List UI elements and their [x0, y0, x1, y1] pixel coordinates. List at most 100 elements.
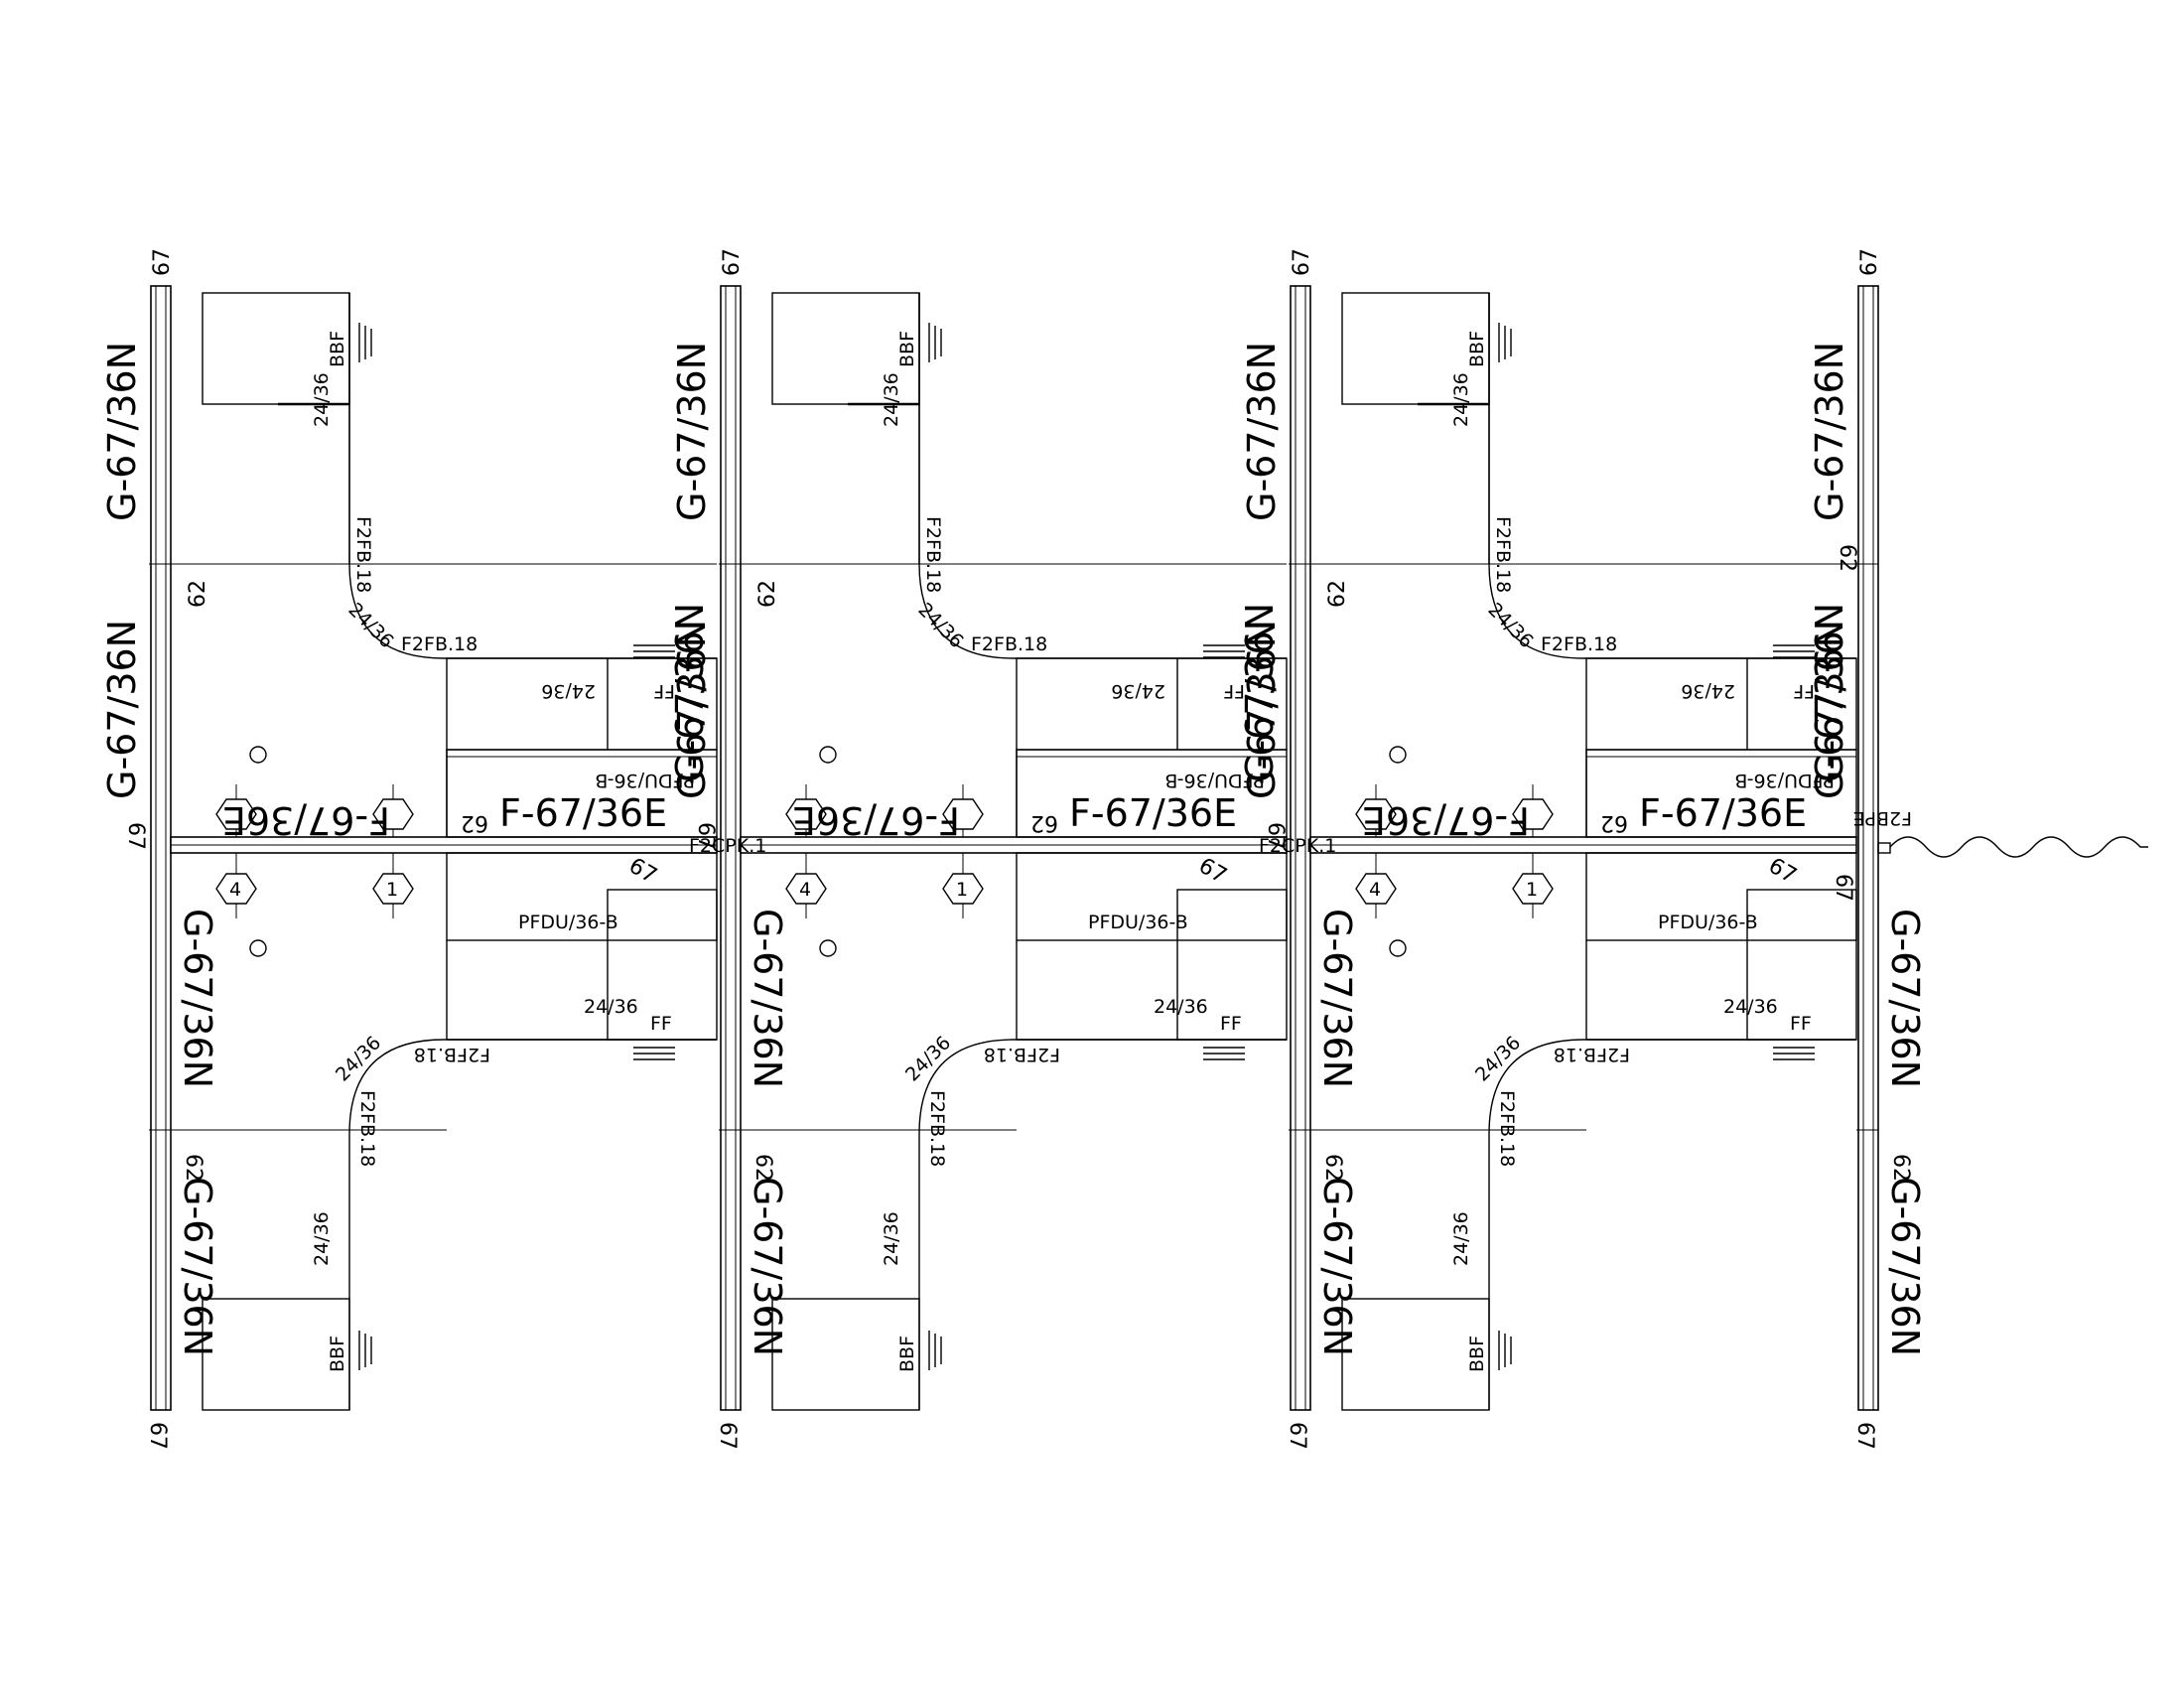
bbf-bottom — [1341, 1298, 1490, 1411]
node-1-hex — [942, 873, 984, 905]
f2fb-label: F2FB.18 — [352, 516, 374, 593]
connector-hex — [785, 798, 827, 830]
bbf-bottom — [771, 1298, 920, 1411]
ff-label: FF — [1790, 1013, 1812, 1035]
f2fb-label: F2FB.18 — [922, 516, 944, 593]
workstation-module: G-67/36N G-67/36N G-67/36N G-67/36N 67 6… — [670, 248, 1288, 1450]
node-4-label: 4 — [799, 879, 811, 901]
surface-label: 24/36 — [1450, 372, 1472, 427]
panel-label-f: F-67/36E — [499, 791, 667, 835]
ff-label: FF — [650, 1013, 672, 1035]
panel-label-g: G-67/36N — [100, 342, 144, 521]
height-label: 62 — [186, 580, 210, 608]
height-label: 67 — [1831, 874, 1855, 902]
f2fb-label: F2FB.18 — [971, 633, 1047, 655]
panel-label-g: G-67/36N — [1808, 620, 1851, 799]
height-label: 62 — [1888, 1154, 1913, 1182]
height-label: 67 — [1764, 854, 1801, 890]
f2bpe-label: F2BPE — [1852, 807, 1912, 829]
pfdu-label: PFDU/36-B — [1088, 912, 1188, 933]
pfdu-label: PFDU/36-B — [518, 912, 618, 933]
panel-label-g: G-67/36N — [1883, 909, 1927, 1088]
node-4-label: 4 — [229, 879, 241, 901]
height-label: 67 — [1290, 248, 1314, 276]
panel-label-g: G-67/36N — [1315, 909, 1359, 1088]
bbf-label: BBF — [327, 331, 348, 367]
height-label: 67 — [720, 248, 745, 276]
surface-label: 24/36 — [1681, 680, 1735, 702]
height-label: 67 — [693, 822, 718, 850]
panel-label-g: G-67/36N — [1808, 603, 1851, 782]
node-4-hex — [1355, 873, 1397, 905]
surface-label: 24/36 — [311, 372, 333, 427]
height-label: 67 — [1263, 822, 1288, 850]
panel-label-g: G-67/36N — [670, 342, 714, 521]
height-label: 67 — [1194, 854, 1231, 890]
f2fb-label: F2FB.18 — [401, 633, 478, 655]
f2cpk-label: F2CPK.1 — [1259, 835, 1336, 857]
height-label: 62 — [755, 580, 780, 608]
surface-label: 24/36 — [1450, 1211, 1472, 1266]
height-label: 62 — [1320, 1154, 1345, 1182]
panel-label-g: G-67/36N — [746, 1177, 789, 1356]
height-label: 62 — [1030, 810, 1058, 835]
node-4-hex — [785, 873, 827, 905]
grommet — [249, 939, 267, 957]
surface-label: 24/36 — [311, 1211, 333, 1266]
height-label: 62 — [1835, 544, 1859, 572]
panel-label-g: G-67/36N — [670, 620, 714, 799]
bbf-bottom — [202, 1298, 350, 1411]
panel-label-g: G-67/36N — [1808, 342, 1851, 521]
height-label: 67 — [150, 248, 175, 276]
panel-label-g: G-67/36N — [1238, 603, 1282, 782]
connector-hex — [215, 798, 257, 830]
f2fb-label: F2FB.18 — [1496, 1090, 1518, 1167]
f2fb-label: F2FB.18 — [356, 1090, 378, 1167]
height-label: 62 — [751, 1154, 775, 1182]
bbf-label: BBF — [1466, 331, 1488, 367]
connector-hex — [1512, 798, 1554, 830]
height-label: 67 — [1285, 1422, 1309, 1450]
ff-label: FF — [1223, 680, 1245, 702]
connector-hex — [372, 798, 414, 830]
height-label: 67 — [1852, 1422, 1877, 1450]
f2fb-label: F2FB.18 — [926, 1090, 948, 1167]
ff-label: FF — [1220, 1013, 1242, 1035]
surface-label: 24/36 — [1111, 680, 1165, 702]
surface-label: 24/36 — [913, 599, 967, 652]
ff-label: FF — [653, 680, 675, 702]
grommet — [249, 746, 267, 764]
node-1-label: 1 — [386, 879, 398, 901]
surface-label: 24/36 — [541, 680, 596, 702]
panel-label-f: F-67/36E — [1069, 791, 1237, 835]
power-entry — [1877, 842, 1891, 854]
f2fb-label: F2FB.18 — [414, 1044, 490, 1065]
connector-hex — [1355, 798, 1397, 830]
panel-label-f: F-67/36E — [1362, 798, 1530, 842]
height-label: 62 — [1600, 810, 1628, 835]
surface-label: 24/36 — [1723, 996, 1778, 1018]
panel-label-g: G-67/36N — [1883, 1177, 1927, 1356]
node-1-hex — [372, 873, 414, 905]
surface-label: 24/36 — [1483, 599, 1537, 652]
node-4-label: 4 — [1369, 879, 1381, 901]
f2fb-label: F2FB.18 — [1541, 633, 1617, 655]
power-cord — [1889, 836, 2148, 858]
panel-label-f: F-67/36E — [222, 798, 390, 842]
pfdu-label: PFDU/36-B — [1164, 770, 1265, 791]
panel-label-g: G-67/36N — [1240, 342, 1284, 521]
grommet — [819, 746, 837, 764]
f2fb-label: F2FB.18 — [984, 1044, 1060, 1065]
panel-label-g: G-67/36N — [668, 603, 712, 782]
height-label: 67 — [624, 854, 661, 890]
connector-hex — [942, 798, 984, 830]
height-label: 67 — [145, 1422, 170, 1450]
bbf-label: BBF — [1466, 1336, 1488, 1372]
pfdu-label: PFDU/36-B — [1658, 912, 1758, 933]
surface-label: 24/36 — [343, 599, 397, 652]
pfdu-label: PFDU/36-B — [1734, 770, 1835, 791]
node-4-hex — [215, 873, 257, 905]
height-label: 62 — [181, 1154, 205, 1182]
panel-label-g: G-67/36N — [100, 620, 144, 799]
